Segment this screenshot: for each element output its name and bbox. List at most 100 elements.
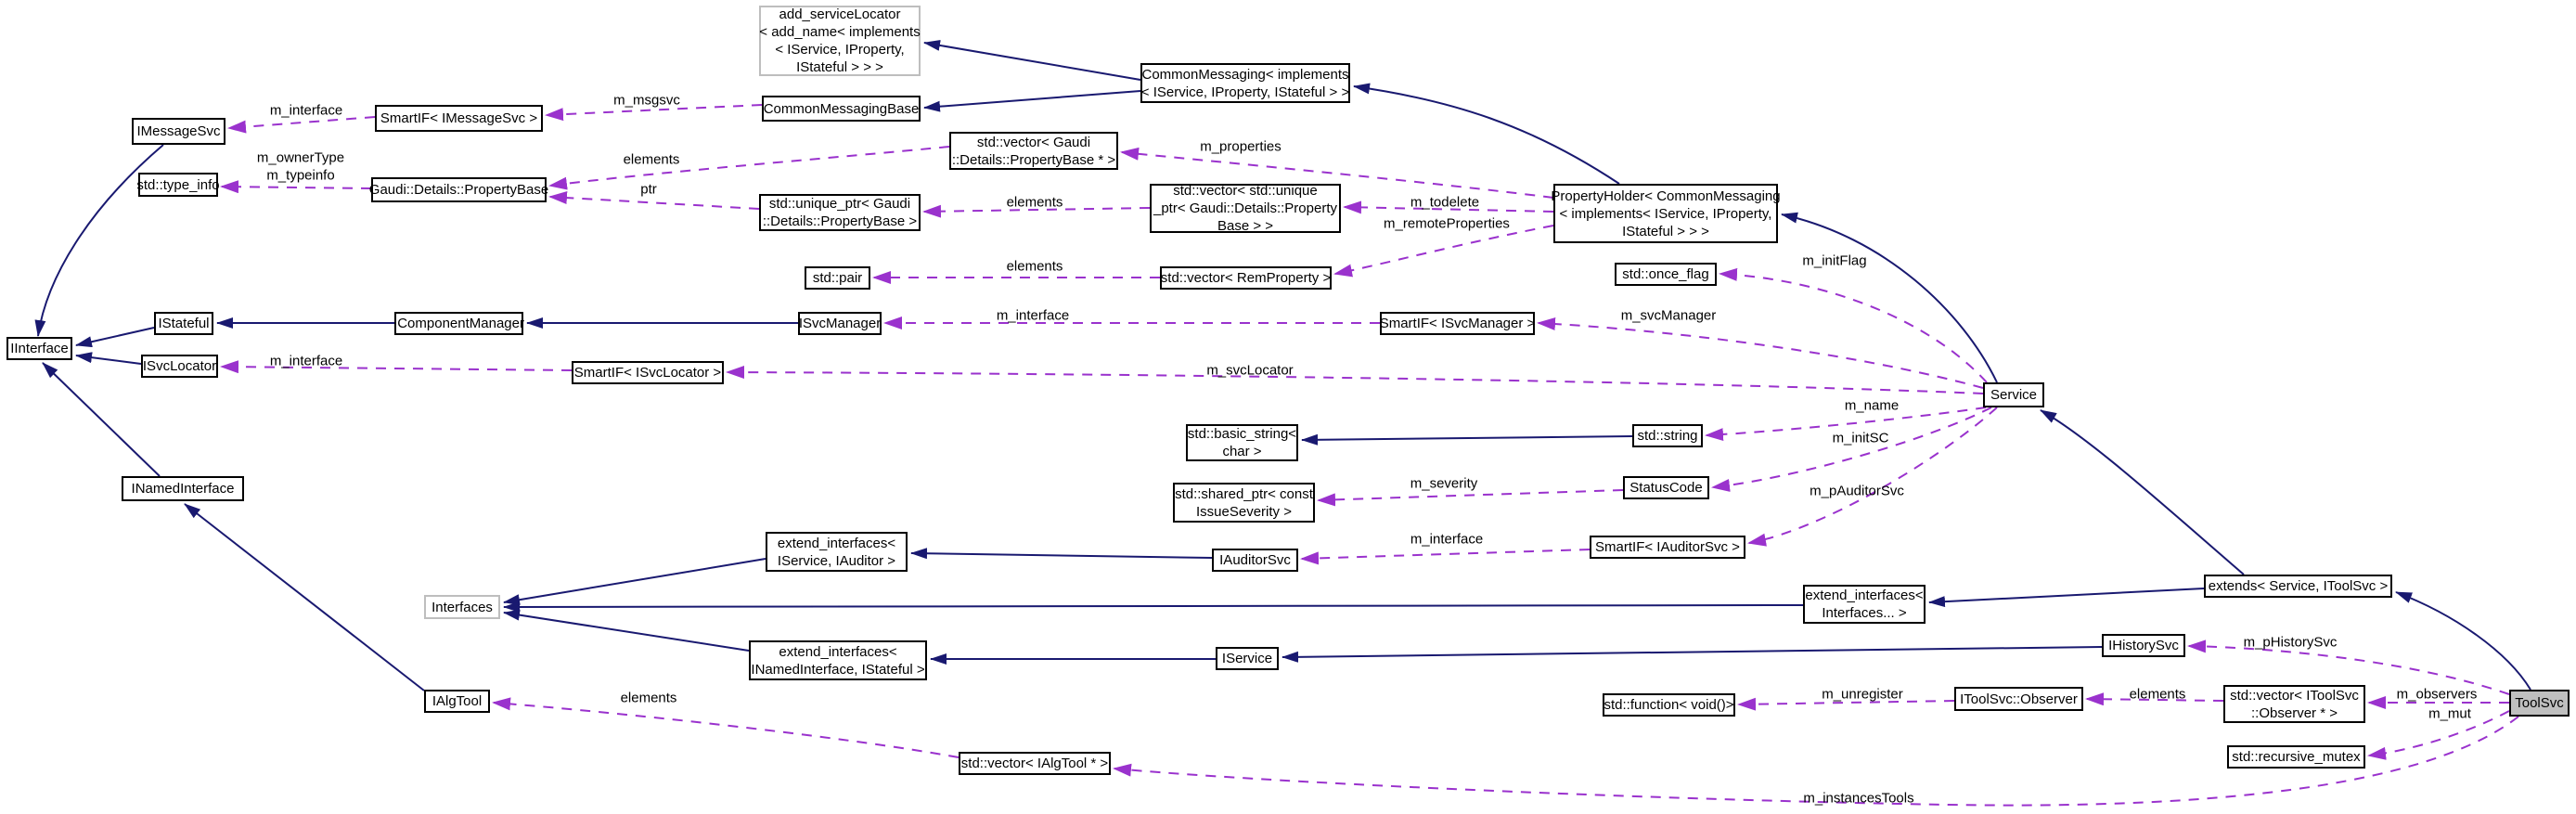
edge-label-toolsvc-to-recursivemutex: m_mut <box>2428 706 2472 722</box>
edge-service-to-smartif-iauditorsvc <box>1747 407 1998 547</box>
node-itoolsvc-observer[interactable]: IToolSvc::Observer <box>1954 687 2083 711</box>
edge-propertyholder-to-vector-remproperty <box>1333 225 1554 278</box>
edge-propertyholder-to-vector-uniqueptr <box>1343 200 1554 214</box>
edge-service-to-smartif-isvcmanager <box>1537 317 1984 389</box>
node-basic-string-char[interactable]: std::basic_string<char > <box>1186 424 1298 461</box>
edge-service-to-string <box>1705 407 1987 442</box>
node-interfaces[interactable]: Interfaces <box>424 595 500 619</box>
node-vector-remproperty[interactable]: std::vector< RemProperty > <box>1160 266 1332 290</box>
edge-label-smartif-isvclocator-to-isvclocator: m_interface <box>270 354 342 369</box>
node-iservice[interactable]: IService <box>1216 647 1279 670</box>
edge-ialgtool-to-inamedinterface <box>184 503 425 691</box>
node-std-string[interactable]: std::string <box>1632 424 1703 447</box>
node-label-line: extend_interfaces< <box>1805 588 1924 603</box>
node-smartif-isvclocator[interactable]: SmartIF< ISvcLocator > <box>572 361 724 384</box>
node-label-line: CommonMessagingBase <box>763 100 920 117</box>
node-statuscode[interactable]: StatusCode <box>1623 476 1709 499</box>
node-label-line: std::vector< Gaudi <box>976 134 1091 150</box>
edge-toolsvc-to-extends <box>2395 591 2531 691</box>
node-imessagesvc[interactable]: IMessageSvc <box>132 118 225 145</box>
node-iauditorsvc[interactable]: IAuditorSvc <box>1212 549 1298 572</box>
node-label-line: std::basic_string< <box>1187 426 1297 442</box>
node-label-line: std::function< void()> <box>1604 697 1734 713</box>
node-label-line: IService, IAuditor > <box>777 552 896 569</box>
node-ihistorysvc[interactable]: IHistorySvc <box>2102 634 2185 657</box>
node-vector-ialgtool[interactable]: std::vector< IAlgTool * > <box>959 752 1111 775</box>
node-label-line: ToolSvc <box>2515 695 2564 711</box>
node-type-info[interactable]: std::type_info <box>136 173 220 197</box>
edge-label-vector-ialgtool-to-ialgtool: elements <box>621 691 677 706</box>
node-label-line: IInterface <box>10 341 69 356</box>
node-extend-interfaces-iservice-iauditor[interactable]: extend_interfaces<IService, IAuditor > <box>766 532 908 572</box>
node-label-line: char > <box>1222 444 1262 459</box>
node-extends-service-itoolsvc[interactable]: extends< Service, IToolSvc > <box>2204 575 2392 598</box>
node-extend-interfaces-inamed-istateful[interactable]: extend_interfaces<INamedInterface, IStat… <box>749 640 927 680</box>
node-vector-unique-ptr[interactable]: std::vector< std::unique_ptr< Gaudi::Det… <box>1150 183 1341 234</box>
node-label-line: IssueSeverity > <box>1196 503 1292 520</box>
node-property-holder[interactable]: PropertyHolder< CommonMessaging< impleme… <box>1551 184 1781 243</box>
node-label-line: PropertyHolder< CommonMessaging <box>1551 187 1781 204</box>
node-label-line: INamedInterface, IStateful > <box>751 661 925 678</box>
node-function-void[interactable]: std::function< void()> <box>1603 693 1735 717</box>
node-label-line: ::Observer * > <box>2251 704 2338 721</box>
node-label-line: std::recursive_mutex <box>2232 749 2361 765</box>
node-smartif-iauditorsvc[interactable]: SmartIF< IAuditorSvc > <box>1590 536 1745 559</box>
node-label-line: std::pair <box>812 270 863 286</box>
edge-label-vector-uniqueptr-to-uniqueptr: elements <box>1007 195 1063 211</box>
node-extend-interfaces-dots[interactable]: extend_interfaces<Interfaces... > <box>1803 585 1926 624</box>
node-ialgtool[interactable]: IAlgTool <box>424 690 490 713</box>
node-common-messaging[interactable]: CommonMessaging< implements< IService, I… <box>1140 63 1350 103</box>
edge-label-commonmessagingbase-to-smartif-imessagesvc: m_msgsvc <box>613 93 680 109</box>
edge-isvclocator-to-iinterface <box>75 352 142 365</box>
node-unique-ptr-propertybase[interactable]: std::unique_ptr< Gaudi::Details::Propert… <box>759 194 921 231</box>
node-label-line: Interfaces <box>431 599 493 615</box>
node-smartif-imessagesvc[interactable]: SmartIF< IMessageSvc > <box>375 105 543 132</box>
edge-extends-to-extendinterfaces-dots <box>1928 588 2205 608</box>
edge-toolsvc-to-vector-ialgtool <box>1113 716 2519 807</box>
node-label-line: IHistorySvc <box>2108 638 2179 653</box>
edge-commonmessaging-to-addservicelocator <box>923 39 1141 81</box>
edge-label-vector-remproperty-to-pair: elements <box>1007 259 1063 275</box>
edge-label-propertyholder-to-vector-propertybase-ptr: m_properties <box>1200 139 1282 155</box>
node-smartif-isvcmanager[interactable]: SmartIF< ISvcManager > <box>1380 312 1535 335</box>
node-recursive-mutex[interactable]: std::recursive_mutex <box>2227 745 2365 769</box>
node-icomponentmanager[interactable]: IComponentManager <box>393 312 524 335</box>
node-label-line: extend_interfaces< <box>779 643 897 660</box>
node-once-flag[interactable]: std::once_flag <box>1615 263 1717 286</box>
node-label-line: IComponentManager <box>393 316 524 331</box>
node-vector-itoolsvc-observer[interactable]: std::vector< IToolSvc::Observer * > <box>2223 685 2365 723</box>
node-isvcmanager[interactable]: ISvcManager <box>798 312 882 335</box>
edge-label-service-to-smartif-isvclocator: m_svcLocator <box>1206 363 1293 379</box>
edge-label-propertybase-to-typeinfo: m_ownerType <box>257 150 344 166</box>
node-label-line: < IService, IProperty, <box>775 42 905 58</box>
edge-imessagesvc-to-iinterface <box>34 144 164 337</box>
edge-string-to-basicstring <box>1301 433 1633 446</box>
node-label-line: < add_name< implements <box>759 24 921 40</box>
edge-label-propertyholder-to-vector-uniqueptr: m_todelete <box>1410 195 1479 211</box>
node-isvclocator[interactable]: ISvcLocator <box>141 355 218 378</box>
edge-service-to-propertyholder <box>1781 212 1998 383</box>
node-toolsvc[interactable]: ToolSvc <box>2509 690 2570 717</box>
node-vector-propertybase-ptr[interactable]: std::vector< Gaudi::Details::PropertyBas… <box>949 132 1118 170</box>
node-label-line: _ptr< Gaudi::Details::Property <box>1153 200 1337 216</box>
edge-smartif-iauditorsvc-to-iauditorsvc <box>1300 549 1591 565</box>
edge-smartif-imessagesvc-to-imessagesvc <box>227 116 376 134</box>
node-common-messaging-base[interactable]: CommonMessagingBase <box>762 96 921 122</box>
node-propertybase[interactable]: Gaudi::Details::PropertyBase <box>369 177 548 202</box>
node-add-servicelocator[interactable]: add_serviceLocator< add_name< implements… <box>759 6 921 76</box>
edge-label-service-to-smartif-isvcmanager: m_svcManager <box>1621 308 1717 324</box>
node-label-line: IAlgTool <box>431 693 483 709</box>
node-iinterface[interactable]: IInterface <box>6 337 72 360</box>
node-label-line: std::type_info <box>136 176 220 193</box>
node-label-line: IToolSvc::Observer <box>1960 691 2078 707</box>
node-istateful[interactable]: IStateful <box>154 312 213 335</box>
node-std-pair[interactable]: std::pair <box>805 266 870 290</box>
node-label-line: std::vector< std::unique <box>1173 183 1318 199</box>
edge-label-propertybase-to-typeinfo-1: m_typeinfo <box>266 168 334 184</box>
node-label-line: IStateful > > > <box>796 59 883 75</box>
node-inamedinterface[interactable]: INamedInterface <box>122 476 244 501</box>
node-service[interactable]: Service <box>1983 382 2044 407</box>
